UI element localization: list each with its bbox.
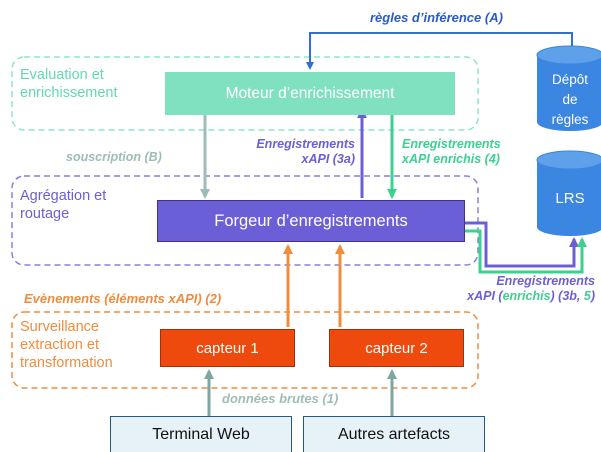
forgeur-enregistrements-box: Forgeur d’enregistrements bbox=[157, 200, 465, 242]
souscription-label: souscription (B) bbox=[66, 150, 162, 164]
enr4-line1: Enregistrements bbox=[402, 137, 501, 151]
evaluation-label-line1: Evaluation et bbox=[20, 67, 104, 83]
surveillance-label-line3: transformation bbox=[20, 355, 113, 371]
depot-line2: de bbox=[562, 92, 578, 107]
capteur-2-box: capteur 2 bbox=[329, 329, 464, 367]
donnees-brutes-label: données brutes (1) bbox=[222, 391, 339, 406]
evenements-label: Evènements (éléments xAPI) (2) bbox=[24, 291, 222, 306]
aggregation-label-line1: Agrégation et bbox=[20, 188, 107, 204]
enr3b-line2-a: xAPI ( bbox=[467, 289, 503, 303]
enr3a-line2: xAPI (3a) bbox=[301, 152, 356, 166]
evaluation-label-line2: enrichissement bbox=[20, 85, 118, 101]
surveillance-label-line2: extraction et bbox=[20, 337, 99, 353]
evaluation-layer-label: Evaluation et enrichissement bbox=[20, 66, 118, 102]
evaluation-layer-frame bbox=[11, 56, 479, 131]
enr3b-line2-b: enrichis bbox=[502, 289, 551, 303]
depot-line1: Dépôt bbox=[551, 72, 589, 87]
enr3b-line1: Enregistrements bbox=[496, 274, 595, 288]
enr4-line2: xAPI enrichis (4) bbox=[402, 152, 500, 166]
lrs-label: LRS bbox=[555, 190, 585, 207]
enr3a-label: Enregistrements xAPI (3a) bbox=[218, 137, 355, 167]
regles-inference-label: règles d’inférence (A) bbox=[370, 10, 503, 25]
terminal-web-box: Terminal Web bbox=[110, 416, 292, 452]
depot-cylinder bbox=[536, 45, 601, 131]
enr3b-line2: xAPI (enrichis) (3b, 5) bbox=[420, 289, 595, 304]
surveillance-layer-frame bbox=[11, 311, 479, 389]
enr3b-line2-d: 5 bbox=[583, 289, 591, 303]
enr3b-connector-violet bbox=[465, 221, 579, 268]
surveillance-label-line1: Surveillance bbox=[20, 319, 99, 335]
lrs-cylinder bbox=[536, 150, 601, 236]
autres-artefacts-box: Autres artefacts bbox=[303, 416, 485, 452]
enr3b-label: Enregistrements xAPI (enrichis) (3b, 5) bbox=[420, 274, 595, 304]
enr4-label: Enregistrements xAPI enrichis (4) bbox=[402, 137, 501, 167]
depot-line3: règles bbox=[551, 112, 589, 127]
enr5-connector-green bbox=[465, 229, 587, 274]
capteur-1-box: capteur 1 bbox=[160, 329, 295, 367]
moteur-enrichissement-box: Moteur d’enrichissement bbox=[165, 72, 455, 115]
enr3a-line1: Enregistrements bbox=[256, 137, 355, 151]
surveillance-layer-label: Surveillance extraction et transformatio… bbox=[20, 318, 113, 372]
aggregation-layer-label: Agrégation et routage bbox=[20, 187, 106, 223]
aggregation-layer-frame bbox=[11, 175, 479, 266]
enr3b-line2-e: ) bbox=[590, 289, 595, 303]
depot-regles-label: Dépôt de règles bbox=[537, 70, 601, 130]
enr3b-line2-c: ) (3b, bbox=[550, 289, 584, 303]
aggregation-label-line2: routage bbox=[20, 206, 70, 222]
regles-connector bbox=[306, 32, 573, 70]
